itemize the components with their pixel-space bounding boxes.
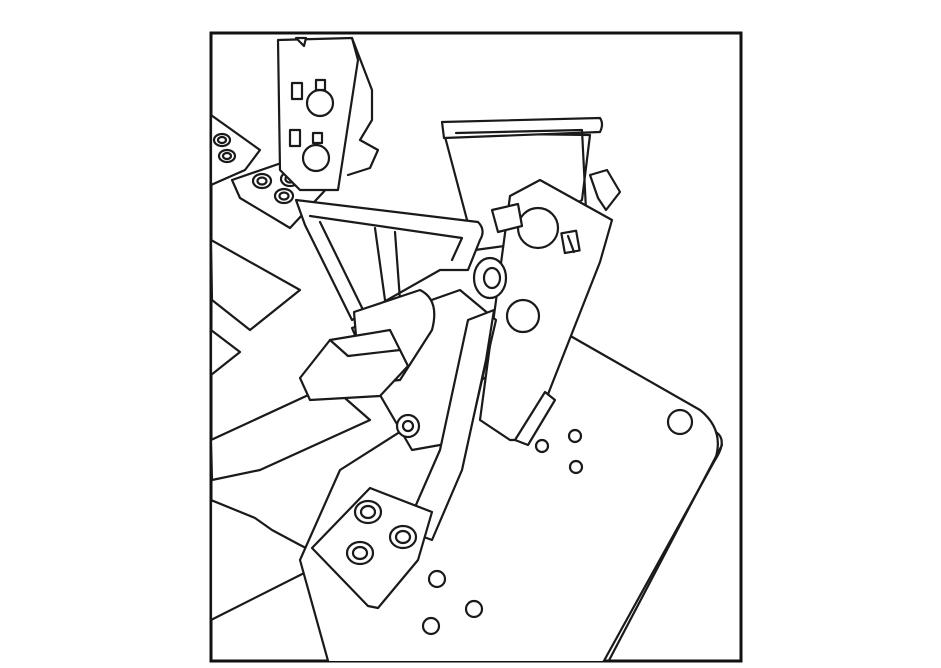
floor-rail-lower <box>211 238 302 332</box>
corner-plate-left <box>211 113 262 187</box>
center-pedal-frame-inner <box>308 214 464 322</box>
right-pedal-foot <box>513 390 557 447</box>
right-pedal-top-bar-inner <box>454 128 588 212</box>
center-pedal-pad-edge <box>328 338 402 358</box>
floor-rail-bottom <box>211 498 332 622</box>
base-plate <box>298 328 719 661</box>
center-pedal-base-bolts <box>345 499 418 566</box>
center-pedal-frame <box>294 198 484 322</box>
rear-pedal-holes <box>288 36 335 173</box>
base-plate-edge <box>607 430 724 661</box>
rear-pedal-arm-side <box>346 36 380 177</box>
center-pedal-leg <box>403 308 496 542</box>
right-pedal-pivot-core <box>482 266 502 290</box>
floor-rail-middle <box>211 328 242 377</box>
right-pedal-plate-holes <box>505 206 581 334</box>
base-plate-holes <box>421 408 694 636</box>
right-pedal-pivot <box>490 202 524 234</box>
center-pedal-frame-rods <box>373 226 402 302</box>
center-pedal-pivot-bolt-core <box>401 419 415 433</box>
right-pedal-spring <box>588 168 622 212</box>
